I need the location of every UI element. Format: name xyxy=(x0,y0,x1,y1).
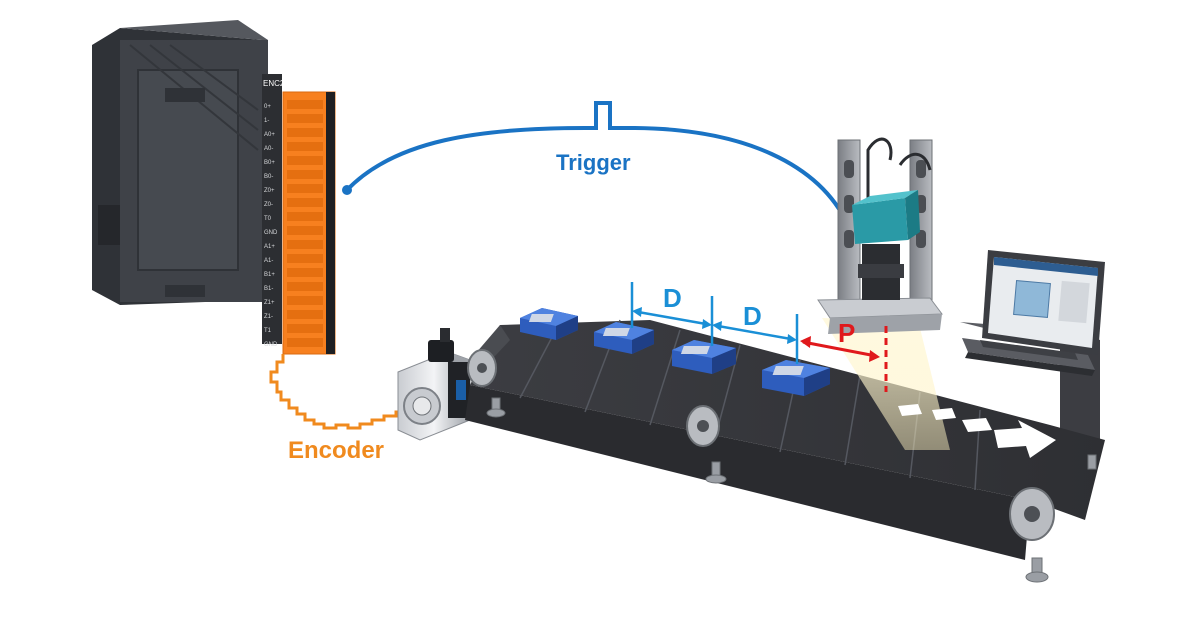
terminal-slot xyxy=(287,100,323,109)
distance-label-2: D xyxy=(743,301,762,331)
pin-label: B0+ xyxy=(264,160,275,166)
terminal-slot xyxy=(287,254,323,263)
terminal-slot xyxy=(287,142,323,151)
terminal-slot xyxy=(287,282,323,291)
pin-label: A0- xyxy=(264,146,273,152)
terminal-slot xyxy=(287,212,323,221)
terminal-slot xyxy=(287,156,323,165)
product-box-icon xyxy=(520,308,830,396)
offset-label: P xyxy=(838,318,855,348)
pin-label: A1- xyxy=(264,258,273,264)
pin-label: A1+ xyxy=(264,244,275,250)
pin-label: Z1+ xyxy=(264,300,275,306)
terminal-slot xyxy=(287,114,323,123)
pin-label: B0- xyxy=(264,174,273,180)
product-box-2 xyxy=(594,322,654,354)
servo-motor-icon xyxy=(397,328,471,441)
terminal-slot xyxy=(287,296,323,305)
terminal-slot xyxy=(287,240,323,249)
pin-label: B1+ xyxy=(264,272,275,278)
product-box-1 xyxy=(520,308,578,340)
terminal-slot xyxy=(287,184,323,193)
terminal-slot xyxy=(287,226,323,235)
encoder-signal-line xyxy=(269,354,404,430)
pin-label: T0 xyxy=(264,216,272,222)
terminal-block xyxy=(282,91,336,355)
terminal-slot xyxy=(287,128,323,137)
distance-markers xyxy=(630,282,799,364)
terminal-slot xyxy=(287,310,323,319)
product-box-3 xyxy=(672,340,736,374)
pin-label: 1- xyxy=(264,118,269,124)
encoder-label: Encoder xyxy=(288,437,384,464)
pin-label: GND xyxy=(264,342,278,348)
module-tag: ENC2IT xyxy=(263,79,292,88)
camera-icon xyxy=(817,137,943,334)
trigger-label: Trigger xyxy=(556,150,631,175)
pin-label: 0+ xyxy=(264,104,271,110)
terminal-slot xyxy=(287,338,323,347)
direction-arrow-icon xyxy=(898,404,1056,458)
pin-label: GND xyxy=(264,230,278,236)
laptop-icon xyxy=(962,250,1105,376)
terminal-slot xyxy=(287,324,323,333)
pin-label: Z1- xyxy=(264,314,273,320)
product-box-4 xyxy=(762,360,830,396)
distance-label-1: D xyxy=(663,283,682,313)
pin-label: B1- xyxy=(264,286,273,292)
pin-label: A0+ xyxy=(264,132,275,138)
terminal-slot xyxy=(287,268,323,277)
pin-label: Z0- xyxy=(264,202,273,208)
terminal-slot xyxy=(287,198,323,207)
offset-marker xyxy=(800,326,888,392)
terminal-slot xyxy=(287,170,323,179)
pin-label: T1 xyxy=(264,328,272,334)
pin-label: Z0+ xyxy=(264,188,275,194)
